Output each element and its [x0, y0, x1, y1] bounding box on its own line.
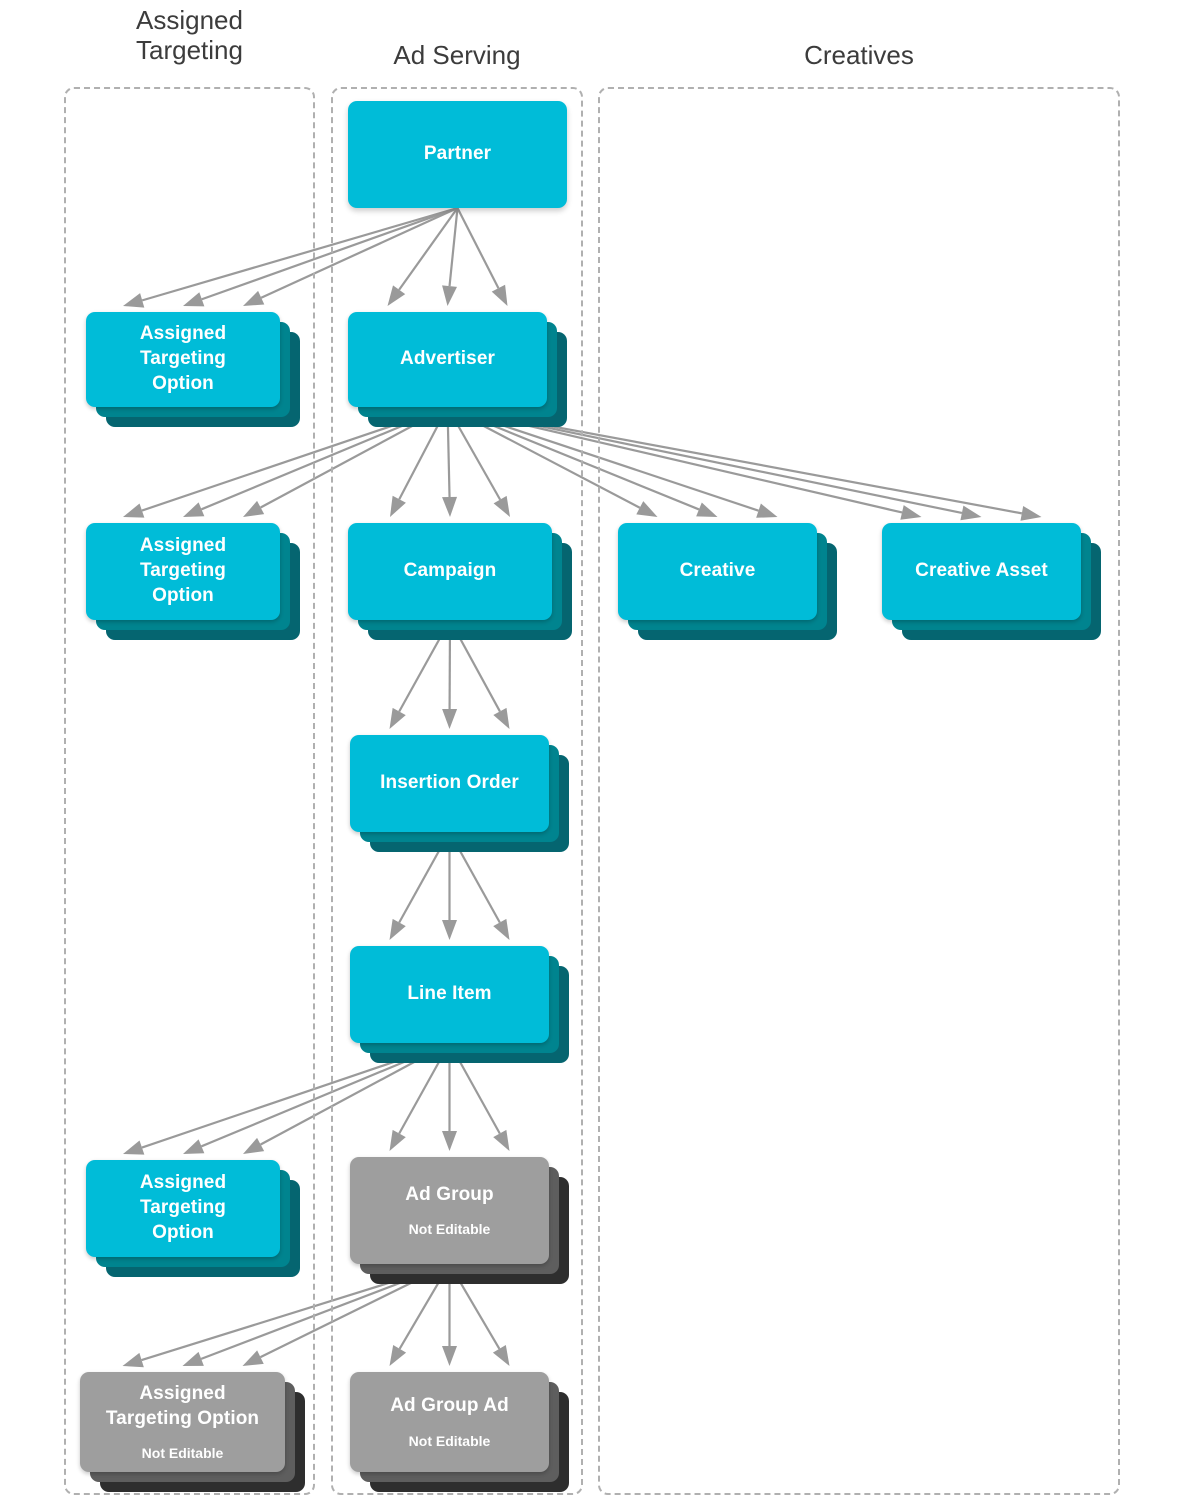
- column-title-assigned-targeting: Assigned Targeting: [136, 5, 243, 65]
- node-face-campaign[interactable]: Campaign: [348, 523, 552, 620]
- node-partner[interactable]: Partner: [348, 101, 567, 208]
- column-title-ad-serving: Ad Serving: [393, 40, 521, 70]
- node-subtitle: Not Editable: [408, 1221, 491, 1238]
- node-title: Assigned Targeting Option: [139, 1172, 227, 1243]
- node-title: Campaign: [403, 560, 497, 582]
- node-face-ato-advertiser[interactable]: Assigned Targeting Option: [86, 523, 280, 620]
- node-insertion-order[interactable]: Insertion Order: [350, 735, 569, 852]
- node-title: Insertion Order: [380, 772, 519, 794]
- node-subtitle: Not Editable: [141, 1445, 224, 1462]
- node-title: Advertiser: [400, 348, 495, 370]
- node-ad-group-ad[interactable]: Ad Group Ad Not Editable: [350, 1372, 569, 1492]
- node-title: Line Item: [407, 983, 492, 1005]
- node-face-ato-partner[interactable]: Assigned Targeting Option: [86, 312, 280, 407]
- node-face-advertiser[interactable]: Advertiser: [348, 312, 547, 407]
- node-ato-partner[interactable]: Assigned Targeting Option: [86, 312, 300, 427]
- node-title: Ad Group Ad: [390, 1395, 509, 1417]
- column-frame-ad-serving: [331, 87, 583, 1495]
- node-title: Creative Asset: [915, 560, 1048, 582]
- node-title: Creative: [679, 560, 756, 582]
- node-face-creative[interactable]: Creative: [618, 523, 817, 620]
- node-face-creative-asset[interactable]: Creative Asset: [882, 523, 1081, 620]
- node-face-line-item[interactable]: Line Item: [350, 946, 549, 1043]
- node-title: Assigned Targeting Option: [139, 323, 227, 394]
- node-campaign[interactable]: Campaign: [348, 523, 572, 640]
- node-title: Ad Group: [405, 1183, 494, 1205]
- node-subtitle: Not Editable: [408, 1432, 491, 1449]
- node-title: Partner: [423, 143, 492, 165]
- node-face-insertion-order[interactable]: Insertion Order: [350, 735, 549, 832]
- node-face-partner[interactable]: Partner: [348, 101, 567, 208]
- node-face-ato-line-item[interactable]: Assigned Targeting Option: [86, 1160, 280, 1257]
- node-ato-line-item[interactable]: Assigned Targeting Option: [86, 1160, 300, 1277]
- column-frame-assigned-targeting: [64, 87, 315, 1495]
- node-ato-advertiser[interactable]: Assigned Targeting Option: [86, 523, 300, 640]
- node-advertiser[interactable]: Advertiser: [348, 312, 567, 427]
- node-creative-asset[interactable]: Creative Asset: [882, 523, 1101, 640]
- node-line-item[interactable]: Line Item: [350, 946, 569, 1063]
- node-title: Assigned Targeting Option: [105, 1382, 260, 1429]
- column-title-creatives: Creatives: [804, 40, 914, 70]
- column-frame-creatives: [598, 87, 1120, 1495]
- node-face-ad-group-ad[interactable]: Ad Group Ad Not Editable: [350, 1372, 549, 1472]
- node-creative[interactable]: Creative: [618, 523, 837, 640]
- node-title: Assigned Targeting Option: [139, 535, 227, 606]
